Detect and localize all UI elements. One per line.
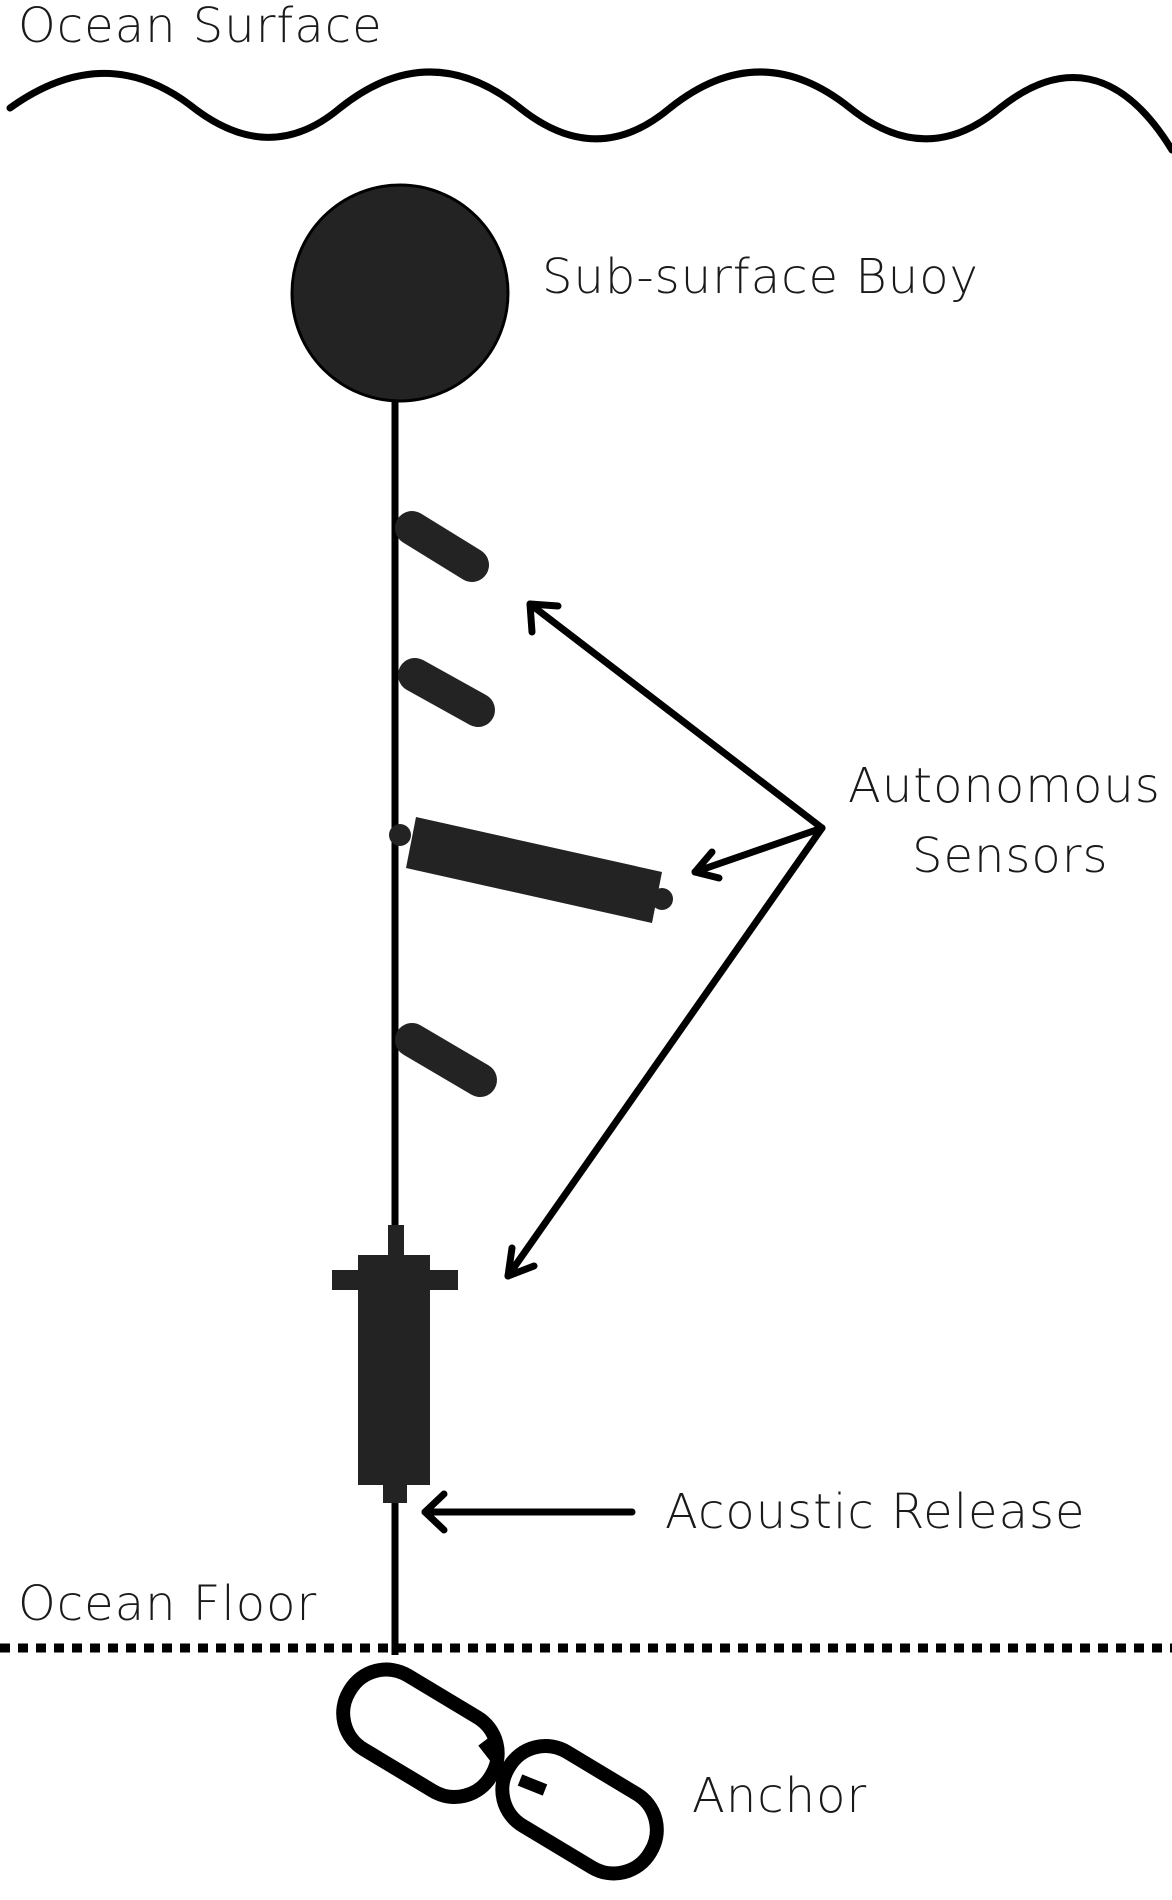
arrow-to-sensor-upper [526, 600, 826, 832]
buoy-label: Sub-surface Buoy [542, 249, 979, 305]
arrow-head-release-icon [504, 1244, 538, 1280]
arrow-head-release-label-icon [421, 1490, 448, 1534]
anchor-label: Anchor [692, 1768, 867, 1824]
sub-surface-buoy-icon [290, 183, 510, 403]
arrow-head-upper-icon [526, 600, 562, 636]
sensors-label-line2: Sensors [912, 828, 1109, 884]
sensors-label-line1: Autonomous [848, 758, 1161, 814]
acoustic-release-icon [332, 1225, 458, 1503]
sensor-arrows [504, 600, 826, 1280]
anchor-chain-icon [336, 1662, 664, 1881]
ocean-floor-label: Ocean Floor [18, 1576, 317, 1632]
release-arrow [421, 1490, 636, 1534]
sensor-small-2-icon [398, 658, 495, 727]
arrow-to-release [504, 824, 826, 1280]
sensor-small-3-icon [395, 1023, 497, 1097]
arrow-head-large-icon [691, 848, 723, 882]
ocean-surface-wave-icon [6, 68, 1172, 154]
sensor-large-icon [389, 817, 673, 923]
acoustic-release-label: Acoustic Release [665, 1484, 1086, 1540]
sensor-small-1-icon [395, 511, 489, 582]
ocean-surface-label: Ocean Surface [18, 0, 383, 54]
arrow-to-sensor-large [691, 824, 826, 876]
